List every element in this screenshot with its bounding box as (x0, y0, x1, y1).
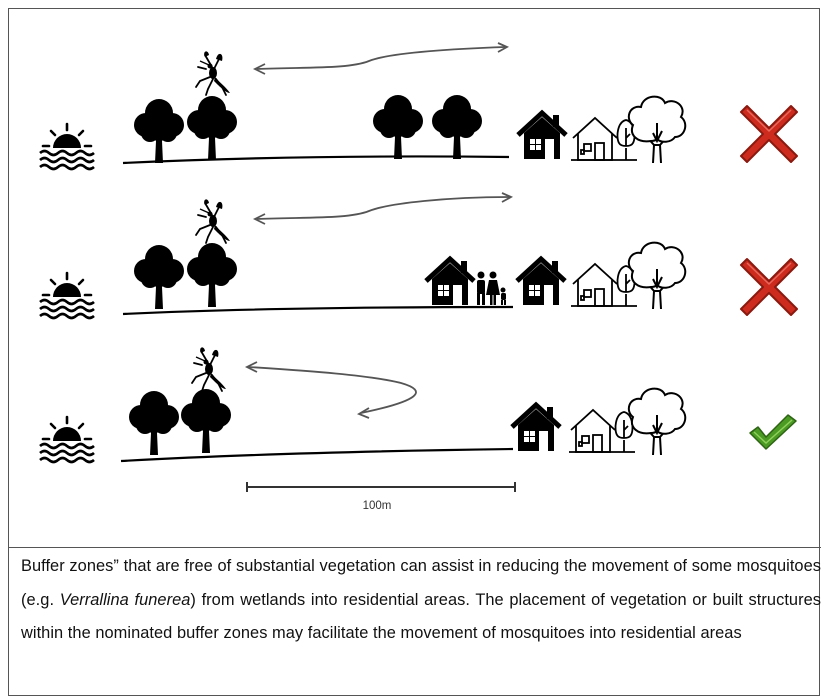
red-cross-icon (740, 258, 798, 316)
sun-over-water-icon (38, 271, 96, 320)
caption-divider (9, 547, 821, 548)
tree-icon (134, 245, 184, 309)
family-icon (477, 271, 506, 305)
outlined-house-icon (570, 263, 638, 307)
mosquito-flight-arrow (252, 42, 510, 75)
ground-line (122, 155, 510, 165)
scale-bar-label: 100m (363, 500, 392, 512)
ground-line (120, 447, 514, 463)
house-icon (517, 259, 565, 305)
row-3 (38, 346, 797, 464)
house-icon (518, 113, 566, 159)
caption: Buffer zones” that are free of substanti… (21, 550, 821, 651)
outlined-tree-icon (627, 241, 687, 310)
outlined-tree-icon (627, 95, 687, 164)
tree-icon (187, 96, 237, 160)
caption-text-continued: ) from wetlands into residential areas. … (21, 590, 822, 643)
figure-frame: 100m Buffer zones” that are free of subs… (8, 8, 821, 696)
row-2 (38, 192, 798, 320)
tree-icon (181, 389, 231, 453)
tree-icon (373, 95, 423, 159)
house-icon (512, 405, 560, 451)
sun-over-water-icon (38, 122, 96, 171)
outlined-tree-icon (627, 387, 687, 456)
mosquito-icon (195, 50, 231, 96)
tree-icon (432, 95, 482, 159)
mosquito-flight-arrow (252, 192, 514, 225)
tree-icon (134, 99, 184, 163)
tree-icon (129, 391, 179, 455)
scale-bar: 100m (246, 482, 516, 512)
outlined-house-icon (570, 117, 638, 161)
green-check-icon (749, 414, 797, 450)
outlined-house-icon (568, 409, 636, 453)
buffer-zone-diagram: 100m (38, 42, 798, 512)
red-cross-icon (740, 105, 798, 163)
tree-icon (187, 243, 237, 307)
sun-over-water-icon (38, 415, 96, 464)
house-icon (426, 259, 474, 305)
caption-text: Buffer zones” that are free of substanti… (21, 557, 821, 609)
mosquito-icon (191, 346, 227, 392)
row-1 (38, 42, 798, 171)
species-name: Verrallina funerea (59, 590, 191, 609)
mosquito-flight-arrow (244, 361, 417, 419)
ground-line (122, 305, 514, 316)
mosquito-icon (195, 198, 231, 244)
